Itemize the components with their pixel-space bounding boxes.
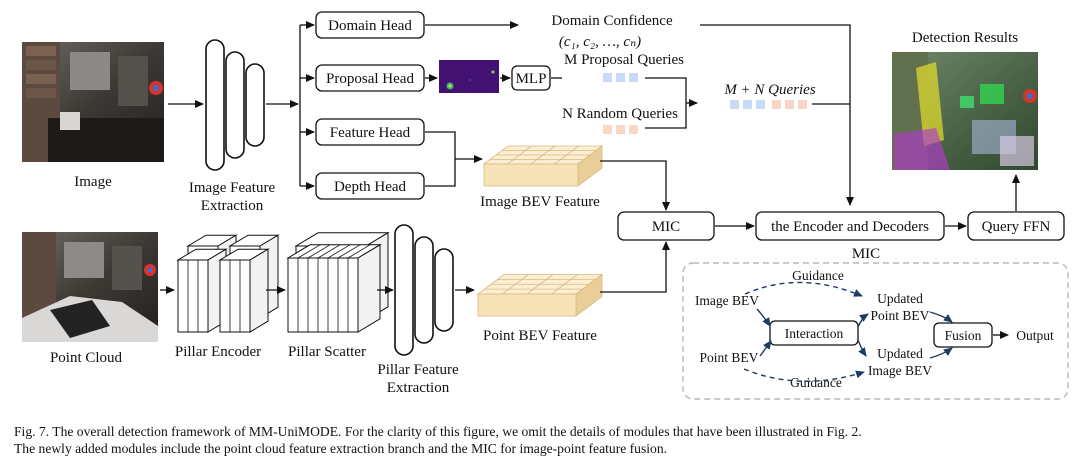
mic-updated-point-bev-label-1: Updated [877, 291, 923, 306]
figure-caption-line-1: Fig. 7. The overall detection framework … [14, 424, 862, 439]
proposal-queries-label: M Proposal Queries [564, 52, 684, 68]
feature-head-label: Feature Head [330, 125, 411, 141]
mic-updated-image-bev-label-1: Updated [877, 346, 923, 361]
image-feature-extraction-label-1: Image Feature [189, 180, 276, 196]
mic-flow-arrows [743, 281, 953, 382]
arrow-domain-confidence-to-encoder [700, 24, 854, 206]
mic-box [617, 211, 715, 241]
total-query-tokens [730, 100, 807, 109]
mic-label: MIC [652, 219, 680, 235]
point-bev-feature-label: Point BEV Feature [483, 328, 597, 344]
domain-head-box [315, 11, 425, 39]
figure-caption-line-2: The newly added modules include the poin… [14, 441, 668, 456]
depth-head-box [315, 172, 425, 200]
image-feature-extraction-label-2: Extraction [201, 198, 264, 214]
pillar-scatter-blocks [286, 231, 390, 333]
encoder-decoders-label: the Encoder and Decoders [771, 219, 929, 235]
mic-guidance-bottom-label: Guidance [790, 375, 842, 390]
query-merge-bracket [645, 77, 698, 129]
pillar-scatter-label: Pillar Scatter [288, 344, 366, 360]
mic-fusion-box [933, 322, 993, 348]
point-bev-feature-grid [476, 273, 604, 317]
image-bev-feature-label: Image BEV Feature [480, 194, 600, 210]
proposal-head-label: Proposal Head [326, 71, 414, 87]
mic-point-bev-label: Point BEV [700, 350, 759, 365]
image-label: Image [74, 174, 112, 190]
mlp-box [511, 65, 551, 91]
random-query-tokens [603, 125, 638, 134]
head-branch-lines [299, 21, 315, 190]
proposal-heatmap [439, 60, 499, 93]
proposal-query-tokens [603, 73, 638, 82]
point-cloud-image [22, 232, 158, 342]
domain-confidence-set: (c₁, c₂, …, cₙ) [559, 34, 641, 50]
domain-head-label: Domain Head [328, 18, 412, 34]
mic-updated-point-bev-label-2: Point BEV [871, 308, 930, 323]
mic-updated-image-bev-label-2: Image BEV [868, 363, 932, 378]
mic-detail-panel [682, 262, 1069, 400]
pillar-encoder-blocks [176, 234, 280, 333]
pillar-feature-extraction-label-1: Pillar Feature [377, 362, 459, 378]
mic-image-bev-label: Image BEV [695, 293, 759, 308]
mic-output-label: Output [1016, 328, 1054, 343]
image-feature-extraction-network [205, 39, 265, 171]
detection-results-label: Detection Results [912, 30, 1018, 46]
input-image [22, 42, 164, 162]
pillar-feature-extraction-network [394, 224, 454, 356]
encoder-decoders-box [755, 211, 945, 241]
mlp-label: MLP [516, 71, 547, 87]
mic-detail-title: MIC [852, 246, 880, 262]
pillar-encoder-label: Pillar Encoder [175, 344, 261, 360]
domain-confidence-label: Domain Confidence [551, 13, 673, 29]
mic-guidance-top-label: Guidance [792, 268, 844, 283]
figure-caption: Fig. 7. The overall detection framework … [14, 423, 1070, 457]
arrow-point-bev-to-mic [600, 241, 670, 293]
feature-head-box [315, 118, 425, 146]
depth-head-label: Depth Head [334, 179, 407, 195]
image-bev-feature-grid [482, 145, 604, 187]
mic-fusion-label: Fusion [945, 328, 982, 343]
query-ffn-label: Query FFN [982, 219, 1051, 235]
mic-interaction-box [769, 320, 859, 346]
query-ffn-box [967, 211, 1065, 241]
arrow-image-bev-to-mic [600, 160, 670, 211]
feature-depth-merge [425, 131, 483, 187]
point-cloud-label: Point Cloud [50, 350, 123, 366]
mic-interaction-label: Interaction [785, 326, 844, 341]
total-queries-label: M + N Queries [723, 82, 816, 98]
random-queries-label: N Random Queries [562, 106, 678, 122]
pillar-feature-extraction-label-2: Extraction [387, 380, 450, 396]
detection-results-image [892, 52, 1038, 170]
proposal-head-box [315, 64, 425, 92]
